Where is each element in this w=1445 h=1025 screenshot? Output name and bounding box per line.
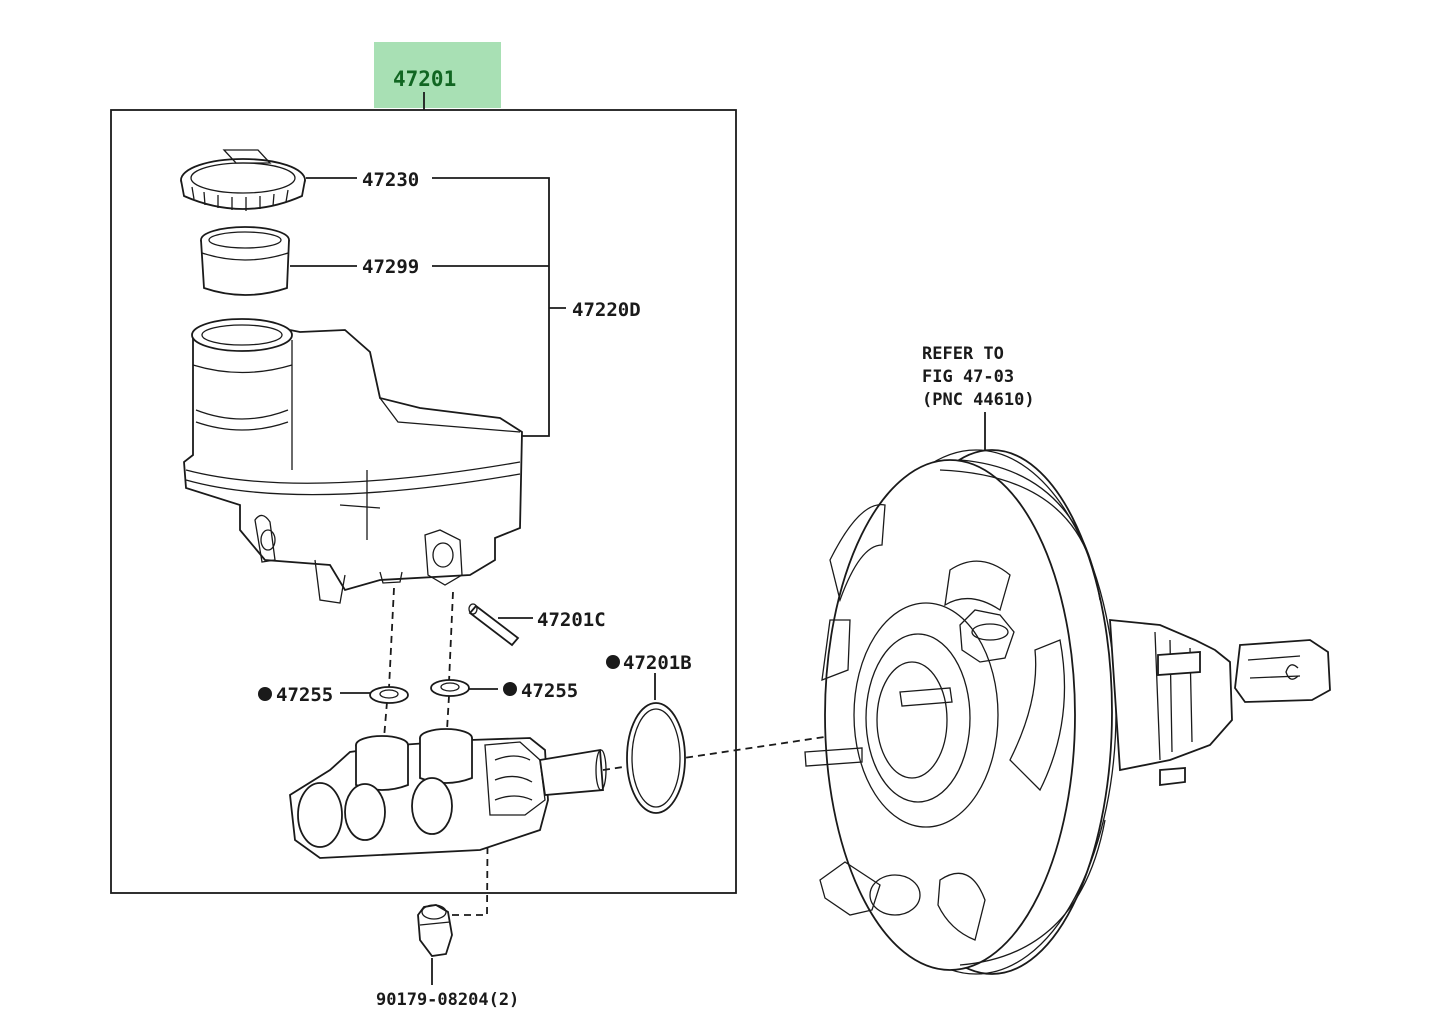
callout-oring[interactable]: 47201B bbox=[623, 652, 692, 674]
reference-line-2: FIG 47-03 bbox=[922, 367, 1014, 387]
assembly-part-label[interactable]: 47201 bbox=[374, 42, 501, 108]
reservoir-strainer[interactable] bbox=[200, 226, 290, 296]
assembly-line-left-lower bbox=[383, 701, 388, 739]
grommet-right[interactable] bbox=[430, 679, 470, 697]
brake-booster[interactable] bbox=[804, 449, 1331, 975]
callout-grommet-left[interactable]: 47255 bbox=[276, 684, 333, 706]
dot-grommet-right bbox=[503, 682, 517, 696]
reservoir-tank[interactable] bbox=[183, 318, 523, 604]
reference-line-3: (PNC 44610) bbox=[922, 390, 1035, 410]
assembly-highlight bbox=[374, 42, 501, 108]
dot-oring bbox=[606, 655, 620, 669]
nut[interactable] bbox=[417, 904, 453, 957]
assembly-part-number: 47201 bbox=[393, 67, 456, 91]
callout-grommet-right[interactable]: 47255 bbox=[521, 680, 578, 702]
dot-grommet-left bbox=[258, 687, 272, 701]
callout-nut[interactable]: 90179-08204(2) bbox=[376, 990, 519, 1010]
master-cylinder-body[interactable] bbox=[289, 728, 607, 859]
o-ring[interactable] bbox=[626, 702, 686, 814]
assembly-line-left bbox=[388, 587, 395, 689]
reservoir-cap[interactable] bbox=[180, 149, 306, 211]
callout-pin[interactable]: 47201C bbox=[537, 609, 606, 631]
reference-line-1: REFER TO bbox=[922, 344, 1004, 364]
callout-reservoir[interactable]: 47220D bbox=[572, 299, 641, 321]
grommet-left[interactable] bbox=[369, 686, 409, 704]
assembly-line-right-lower bbox=[446, 695, 450, 731]
reservoir-pin[interactable] bbox=[468, 603, 520, 647]
callout-strainer[interactable]: 47299 bbox=[362, 256, 419, 278]
leader-lines bbox=[290, 177, 986, 985]
assembly-boundary-box bbox=[110, 109, 737, 894]
assembly-line-right bbox=[448, 591, 454, 683]
callout-cap[interactable]: 47230 bbox=[362, 169, 419, 191]
reference-note[interactable]: REFER TO FIG 47-03 (PNC 44610) bbox=[922, 344, 1035, 410]
